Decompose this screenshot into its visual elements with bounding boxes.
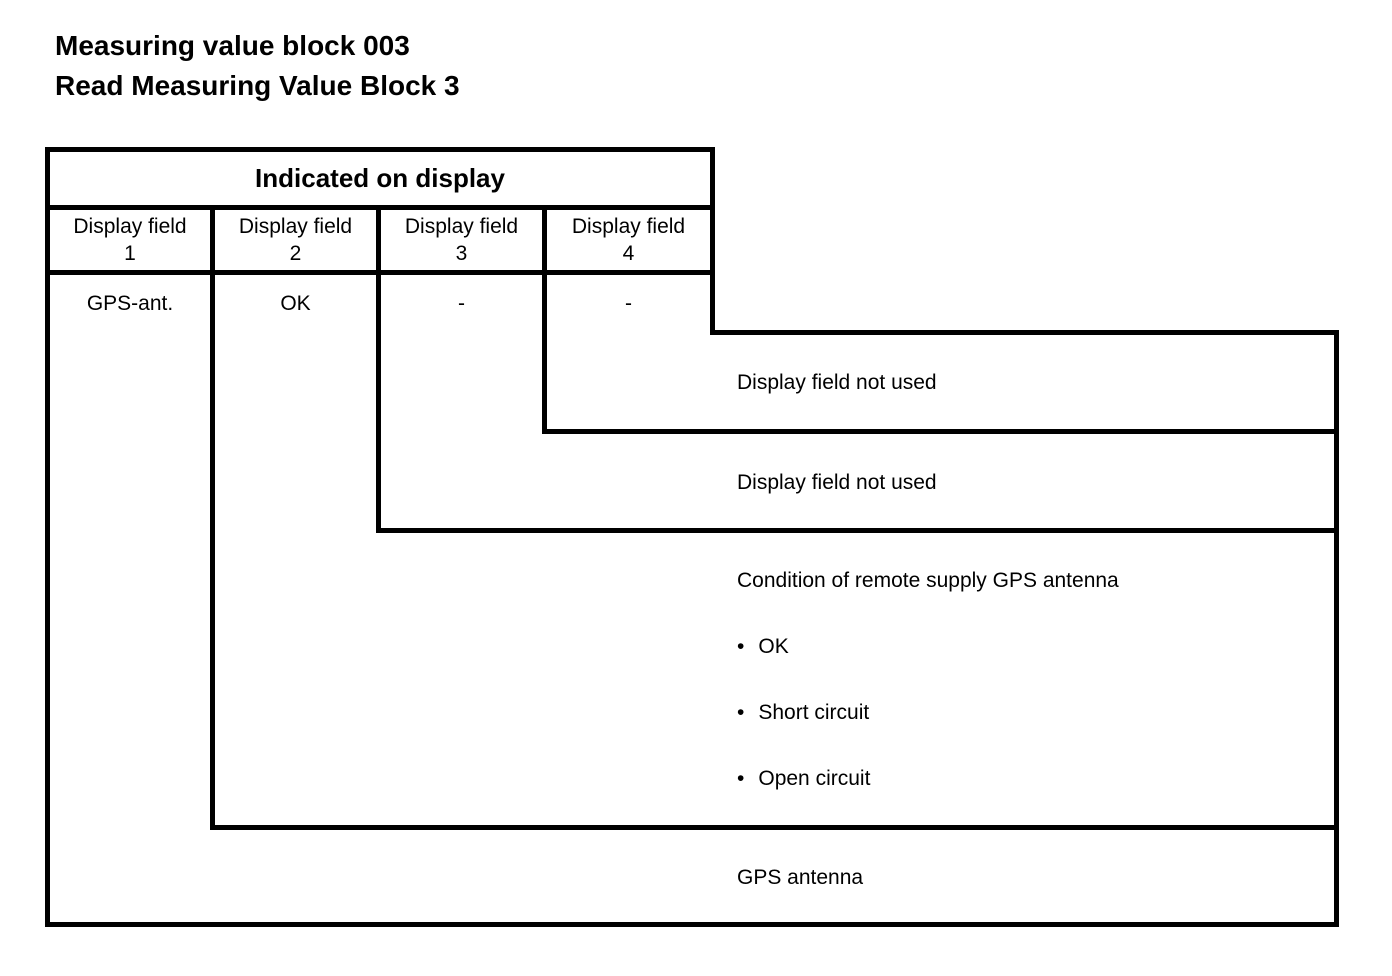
table-header-indicated-on-display: Indicated on display: [255, 163, 505, 193]
bullet-item-ok: • OK: [737, 634, 789, 660]
bullet-item-open-circuit: • Open circuit: [737, 766, 870, 792]
annotation-field2-condition: Condition of remote supply GPS antenna: [737, 569, 1119, 592]
connector-line-field1: [210, 825, 1339, 830]
table-right-border: [710, 147, 715, 335]
header-cell-label: Display field: [571, 215, 686, 238]
bullet-item-label: Short circuit: [758, 701, 870, 724]
header-cell-number: 4: [622, 242, 635, 265]
header-cell-label: Display field: [238, 215, 353, 238]
connector-line-field3: [542, 429, 1339, 434]
column-divider-2: [376, 205, 381, 533]
value-cell-field-4: -: [625, 291, 632, 315]
header-cell-label: Display field: [73, 215, 187, 238]
column-divider-3: [542, 205, 547, 434]
bullet-icon: •: [737, 635, 745, 658]
value-cell-field-2: OK: [280, 291, 311, 315]
header-cell-display-field-3: Display field 3: [381, 210, 542, 270]
annotation-field3-not-used: Display field not used: [737, 471, 937, 494]
column-divider-1: [210, 205, 215, 830]
bullet-icon: •: [737, 767, 745, 790]
table-top-border: [45, 147, 715, 152]
annotation-field1-gps-antenna: GPS antenna: [737, 866, 864, 889]
bullet-item-label: Open circuit: [758, 767, 871, 790]
header-cell-number: 2: [289, 242, 302, 265]
bullet-icon: •: [737, 701, 745, 724]
value-cell-field-1: GPS-ant.: [86, 291, 174, 315]
header-cell-display-field-1: Display field 1: [50, 210, 210, 270]
diagram-left-border: [45, 147, 50, 927]
header-cell-display-field-2: Display field 2: [215, 210, 376, 270]
page-title-line1: Measuring value block 003: [55, 30, 410, 61]
header-cell-number: 1: [124, 242, 136, 265]
connector-line-field2: [376, 528, 1339, 533]
diagram-right-border: [1334, 330, 1339, 927]
annotation-field4-not-used: Display field not used: [737, 371, 937, 394]
bullet-item-label: OK: [758, 635, 789, 658]
value-cell-field-3: -: [458, 291, 465, 315]
header-cell-label: Display field: [404, 215, 519, 238]
page-title-line2: Read Measuring Value Block 3: [55, 70, 460, 101]
header-cell-display-field-4: Display field 4: [547, 210, 710, 270]
diagram-bottom-border: [45, 922, 1339, 927]
connector-line-field4: [710, 330, 1339, 335]
header-cell-number: 3: [455, 242, 468, 265]
bullet-item-short-circuit: • Short circuit: [737, 700, 869, 726]
